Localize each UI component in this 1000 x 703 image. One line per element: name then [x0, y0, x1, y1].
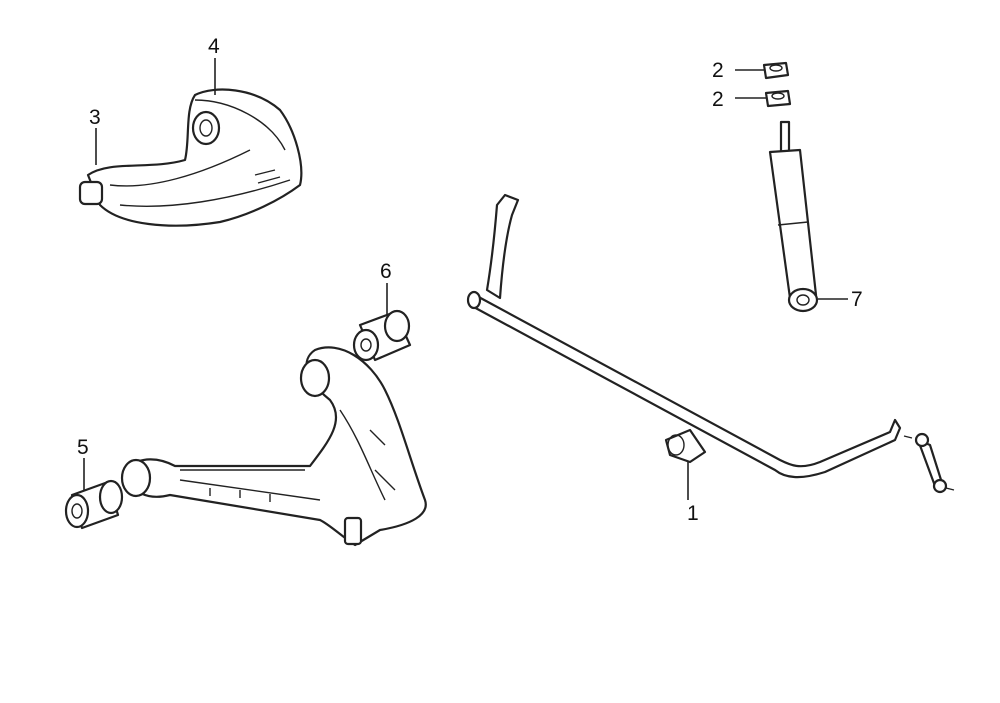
stabilizer-bar — [466, 193, 902, 479]
callout-4: 4 — [208, 35, 220, 58]
leader-lines — [83, 58, 848, 500]
callout-2-upper: 2 — [712, 59, 724, 82]
callout-7: 7 — [851, 288, 863, 311]
stabilizer-link — [903, 432, 955, 494]
shock-nuts — [762, 61, 792, 108]
lower-control-arm — [120, 346, 427, 547]
bushing-1 — [664, 428, 707, 464]
callout-3: 3 — [89, 106, 101, 129]
upper-control-arm — [78, 88, 303, 227]
callout-5: 5 — [77, 436, 89, 459]
shock-absorber — [768, 120, 819, 313]
callout-2-lower: 2 — [712, 88, 724, 111]
callout-6: 6 — [380, 260, 392, 283]
bushing-6 — [352, 309, 412, 362]
bushing-5 — [64, 479, 124, 530]
callout-1: 1 — [687, 502, 699, 525]
